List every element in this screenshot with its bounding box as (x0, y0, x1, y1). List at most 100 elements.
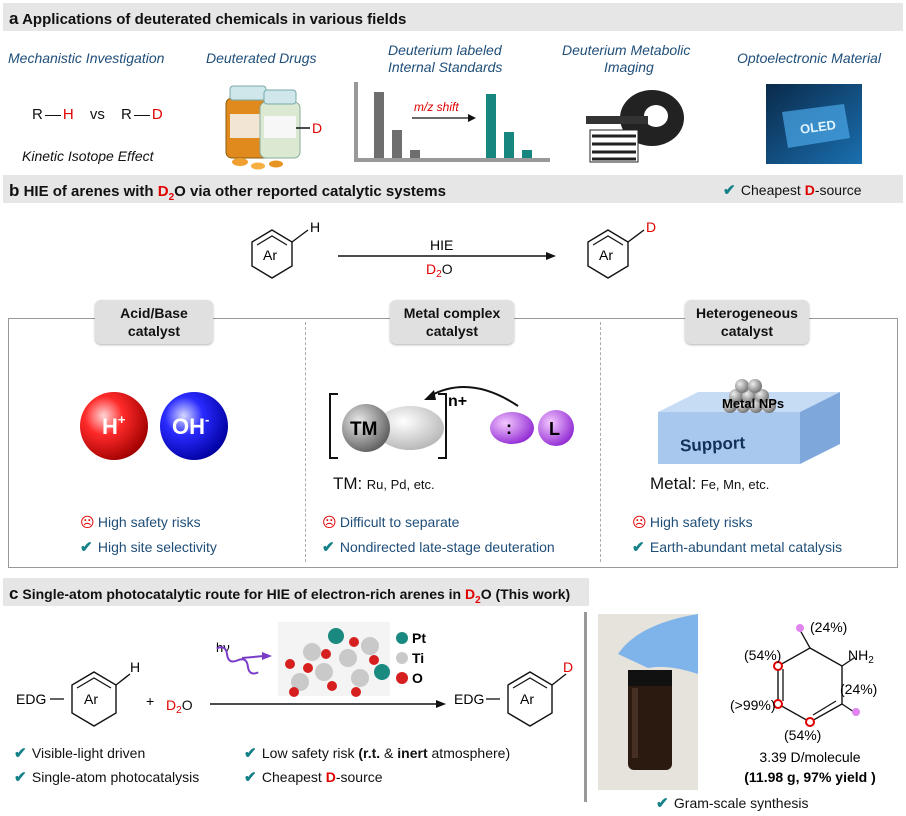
acid-con-text: High safety risks (97, 514, 201, 530)
site-24b: (24%) (840, 681, 877, 697)
c-point-2-text: Single-atom photocatalysis (31, 769, 200, 785)
oh-sup: - (205, 412, 209, 427)
section-b-title-d: D (157, 183, 169, 200)
legend-ti: Ti (412, 650, 424, 666)
frown-icon: ☹ (80, 514, 95, 530)
product-d: D (646, 219, 656, 235)
c-point-4-post: -source (335, 769, 383, 785)
oled-text: OLED (799, 117, 837, 137)
d2o-o: O (442, 261, 453, 277)
h-sup: + (118, 412, 126, 427)
d-per-molecule: 3.39 D/molecule (759, 749, 860, 765)
tab-heterogeneous-title1: Heterogeneous (696, 305, 798, 321)
metal-con: ☹ Difficult to separate (322, 514, 459, 531)
cheapest-badge: ✔ Cheapest D-source (723, 181, 862, 199)
c-d2o-sub: 2 (176, 705, 182, 716)
charge-label: n+ (448, 393, 467, 410)
section-c-title-sub: 2 (475, 594, 481, 606)
section-b-title-pre: HIE of arenes with (23, 183, 158, 200)
c-reactant-h: H (130, 659, 140, 675)
tab-acid-base-title1: Acid/Base (120, 305, 188, 321)
check-icon: ✔ (244, 769, 257, 786)
acid-base-spheres: H+ OH- (80, 392, 228, 460)
oh-minus-label: OH- (172, 412, 209, 439)
c-reactant-ar: Ar (84, 691, 98, 707)
product-structure: NH2 (24%) (54%) (>99%) (24%) (54%) 3.39 … (730, 619, 877, 785)
tab-heterogeneous-title2: catalyst (720, 323, 774, 339)
check-icon: ✔ (656, 795, 669, 812)
section-b-letter: b (9, 181, 20, 200)
tm-examples-label: TM: (333, 474, 363, 493)
app-imaging-label-1: Deuterium Metabolic (562, 42, 691, 58)
c-product-d: D (563, 659, 573, 675)
check-icon: ✔ (244, 745, 257, 762)
cheapest-badge-d: D (804, 182, 815, 198)
frown-icon: ☹ (322, 514, 337, 530)
edg-right: EDG (454, 691, 484, 707)
heterogeneous-illustration: Metal NPs Support (658, 379, 840, 464)
reactant-h: H (310, 219, 320, 235)
c-point-3-pre: Low safety risk (261, 745, 359, 761)
c-product-ar: Ar (520, 691, 534, 707)
tm-label: TM (350, 419, 377, 440)
mz-shift-label: m/z shift (414, 100, 459, 114)
check-icon: ✔ (723, 182, 736, 199)
support-label: Support (680, 433, 746, 455)
site-24a: (24%) (810, 619, 847, 635)
check-icon: ✔ (14, 769, 27, 786)
c-d2o-o: O (182, 697, 193, 713)
tab-heterogeneous: Heterogeneous catalyst (685, 300, 809, 344)
d2o-d: D (426, 261, 436, 277)
check-icon: ✔ (80, 539, 93, 556)
site-54a: (54%) (744, 647, 781, 663)
svg-text:D2O: D2O (166, 697, 193, 716)
nh2-sub: 2 (868, 655, 874, 666)
section-c-letter: c (9, 584, 19, 603)
metal-examples-list: Fe, Mn, etc. (700, 477, 770, 492)
hie-reaction-scheme: H Ar HIE D2O D Ar (251, 219, 656, 280)
metal-pro-text: Nondirected late-stage deuteration (339, 539, 555, 555)
metal-nps-label: Metal NPs (722, 396, 784, 411)
hie-label: HIE (430, 237, 453, 253)
c-d2o-d: D (166, 697, 176, 713)
metal-pro: ✔ Nondirected late-stage deuteration (322, 538, 555, 556)
cheapest-badge-post: -source (814, 182, 862, 198)
section-b-title-sub: 2 (168, 192, 175, 203)
site-54b: (54%) (784, 727, 821, 743)
app-mechanistic-label: Mechanistic Investigation (8, 50, 165, 66)
hetero-pro: ✔ Earth-abundant metal catalysis (632, 538, 842, 556)
oh-label: OH (172, 414, 205, 439)
plus-sign: + (146, 693, 154, 709)
hetero-pro-text: Earth-abundant metal catalysis (649, 539, 843, 555)
product-ar: Ar (599, 247, 613, 263)
section-b-title-post: O via other reported catalytic systems (174, 183, 446, 200)
tab-metal-complex-title1: Metal complex (403, 305, 501, 321)
h-plus-label: H+ (102, 412, 126, 439)
section-b-header: b HIE of arenes with D2O via other repor… (3, 175, 903, 203)
metal-complex-illustration: TM n+ : L (329, 386, 574, 459)
svg-text:D: D (312, 120, 322, 136)
metal-con-text: Difficult to separate (339, 514, 460, 530)
product-photo (598, 614, 698, 790)
reactant-ar: Ar (263, 247, 277, 263)
drug-bottles-illustration: D (225, 85, 322, 170)
c-point-1-text: Visible-light driven (31, 745, 146, 761)
catalyst-structure-illustration (285, 628, 390, 697)
section-a-title: Applications of deuterated chemicals in … (22, 11, 407, 28)
check-icon: ✔ (322, 539, 335, 556)
hetero-con: ☹ High safety risks (632, 514, 753, 531)
section-a-letter: a (9, 9, 19, 28)
kie-label: Kinetic Isotope Effect (22, 148, 154, 164)
acid-pro: ✔ High site selectivity (80, 538, 217, 556)
acid-pro-text: High site selectivity (97, 539, 217, 555)
metal-examples-label: Metal: (650, 474, 697, 493)
d2o-sub: 2 (436, 269, 442, 280)
c-point-3-post: atmosphere) (427, 745, 511, 761)
app-drugs-label: Deuterated Drugs (206, 50, 317, 66)
legend-o: O (412, 670, 423, 686)
tab-acid-base-title2: catalyst (127, 323, 181, 339)
cheapest-badge-pre: Cheapest (740, 182, 805, 198)
c-point-2: ✔ Single-atom photocatalysis (14, 768, 199, 786)
edg-left: EDG (16, 691, 46, 707)
section-c-separator (584, 612, 587, 802)
